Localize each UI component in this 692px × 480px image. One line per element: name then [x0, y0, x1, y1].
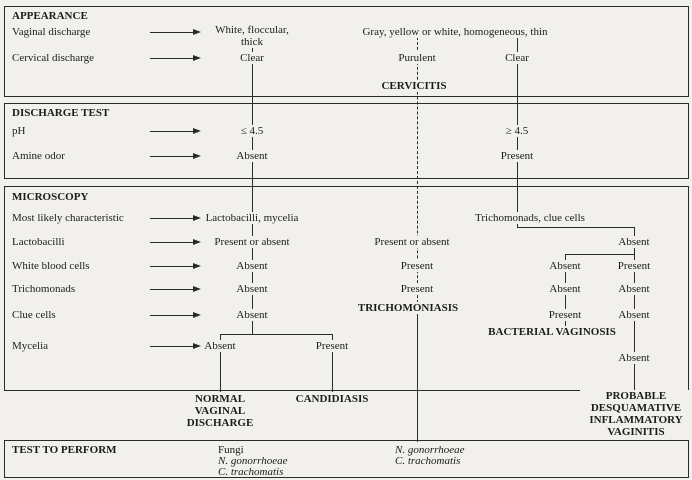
clue-left-value: Absent — [233, 309, 271, 321]
test-to-perform-section-box — [4, 440, 689, 478]
connector-middle-solid — [417, 314, 418, 442]
vaginal-discharge-label: Vaginal discharge — [12, 26, 91, 38]
cervical-discharge-label: Cervical discharge — [12, 52, 94, 64]
connector-desquamative-drop — [634, 254, 635, 390]
characteristic-right-value: Trichomonads, clue cells — [472, 212, 588, 224]
characteristic-left-value: Lactobacilli, mycelia — [202, 212, 302, 224]
arrow-trichomonads — [150, 286, 201, 292]
test-left-fungi: Fungi — [218, 444, 244, 456]
amine-left-value: Absent — [233, 150, 271, 162]
lactobacilli-right-value: Absent — [615, 236, 653, 248]
arrow-white-blood-cells — [150, 263, 201, 269]
trichomonads-right1-value: Absent — [546, 283, 584, 295]
mycelia-label: Mycelia — [12, 340, 49, 352]
amine-odor-label: Amine odor — [12, 150, 65, 162]
test-mid-c-trachomatis: C. trachomatis — [395, 455, 461, 467]
test-left-c-trachomatis: C. trachomatis — [218, 466, 284, 478]
arrow-characteristic — [150, 215, 201, 221]
test-left-n-gonorrhoeae: N. gonorrhoeae — [218, 455, 288, 467]
connector-right-elbow — [517, 227, 634, 228]
connector-candidiasis-drop — [332, 334, 333, 392]
cervical-discharge-mid-value: Purulent — [395, 52, 439, 64]
cervical-discharge-right-value: Clear — [502, 52, 532, 64]
microscopy-section-box — [4, 186, 689, 391]
outcome-desquamative-vaginitis: PROBABLE DESQUAMATIVE INFLAMMATORY VAGIN… — [580, 390, 692, 438]
microscopy-title: MICROSCOPY — [12, 191, 89, 203]
connector-left-main — [252, 48, 253, 334]
connector-normal-drop — [220, 334, 221, 392]
arrow-amine-odor — [150, 153, 201, 159]
mycelia-right2-value: Absent — [615, 352, 653, 364]
lactobacilli-mid-value: Present or absent — [371, 236, 453, 248]
outcome-normal-vaginal-discharge: NORMAL VAGINAL DISCHARGE — [177, 393, 263, 429]
appearance-section-box — [4, 6, 689, 97]
trichomonads-mid-value: Present — [397, 283, 437, 295]
outcome-candidiasis: CANDIDIASIS — [292, 393, 372, 405]
clue-cells-label: Clue cells — [12, 309, 56, 321]
ph-left-value: ≤ 4.5 — [237, 125, 267, 137]
mycelia-absent-value: Absent — [201, 340, 239, 352]
ph-label: pH — [12, 125, 26, 137]
wbc-right1-value: Absent — [546, 260, 584, 272]
connector-mycelia-branch — [220, 334, 332, 335]
trichomonads-label: Trichomonads — [12, 283, 76, 295]
clue-right1-value: Present — [545, 309, 585, 321]
arrow-mycelia — [150, 343, 201, 349]
arrow-ph — [150, 128, 201, 134]
ph-right-value: ≥ 4.5 — [502, 125, 532, 137]
mycelia-present-value: Present — [312, 340, 352, 352]
vaginal-discharge-left-value: White, floccular, thick — [207, 24, 297, 48]
arrow-lactobacilli — [150, 239, 201, 245]
trichomonads-right2-value: Absent — [615, 283, 653, 295]
outcome-bacterial-vaginosis: BACTERIAL VAGINOSIS — [485, 326, 619, 338]
test-mid-n-gonorrhoeae: N. gonorrhoeae — [395, 444, 465, 456]
lactobacilli-label: Lactobacilli — [12, 236, 65, 248]
connector-right-split — [565, 254, 634, 255]
cervical-discharge-left-value: Clear — [237, 52, 267, 64]
outcome-trichomoniasis: TRICHOMONIASIS — [354, 302, 462, 314]
discharge-test-title: DISCHARGE TEST — [12, 107, 110, 119]
vaginal-discharge-right-value: Gray, yellow or white, homogeneous, thin — [359, 26, 551, 38]
characteristic-label: Most likely characteristic — [12, 212, 124, 224]
outcome-cervicitis: CERVICITIS — [378, 80, 450, 92]
arrow-clue-cells — [150, 312, 201, 318]
wbc-right2-value: Present — [614, 260, 654, 272]
wbc-left-value: Absent — [233, 260, 271, 272]
wbc-mid-value: Present — [397, 260, 437, 272]
appearance-title: APPEARANCE — [12, 10, 88, 22]
wbc-label: White blood cells — [12, 260, 90, 272]
test-to-perform-title: TEST TO PERFORM — [12, 444, 117, 456]
connector-middle-dashed — [417, 37, 418, 308]
arrow-cervical-discharge — [150, 55, 201, 61]
amine-right-value: Present — [497, 150, 537, 162]
discharge-test-section-box — [4, 103, 689, 179]
clue-right2-value: Absent — [615, 309, 653, 321]
lactobacilli-left-value: Present or absent — [211, 236, 293, 248]
trichomonads-left-value: Absent — [233, 283, 271, 295]
arrow-vaginal-discharge — [150, 29, 201, 35]
